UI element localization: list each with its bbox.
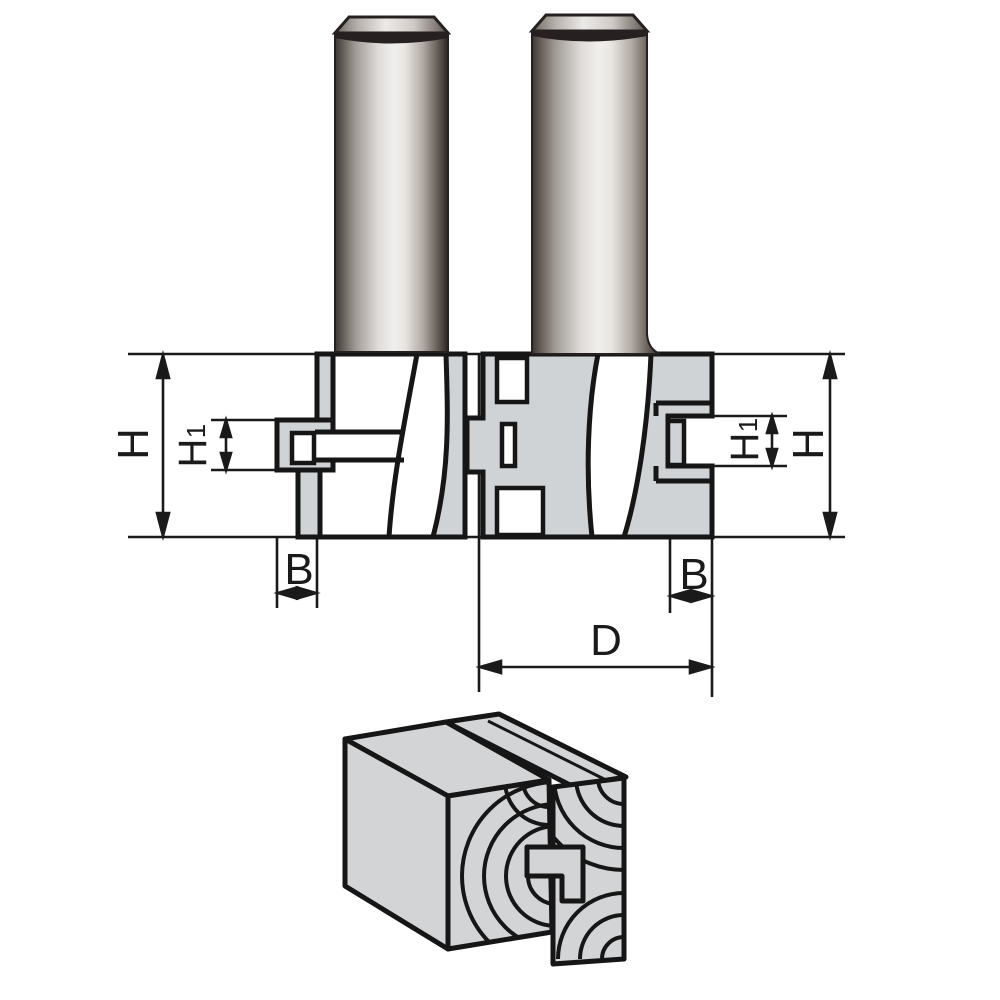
right-cutter-lower-notch: [494, 485, 546, 538]
dimension-label-b-left: B: [284, 545, 313, 594]
h1-right-arrowhead-up: [765, 411, 779, 435]
h1-left-main-text: H: [171, 439, 215, 468]
left-cutter-edge-strip-upper: [314, 351, 336, 423]
h1-left-arrowhead-up: [219, 415, 233, 439]
dimension-arrows: [155, 349, 838, 675]
h-right-arrowhead-up: [822, 349, 838, 380]
h-left-arrowhead-up: [155, 349, 171, 380]
right-cutter-tooth-notch: [499, 421, 518, 469]
b-left-arrowhead-r: [295, 585, 321, 601]
left-router-bit: [274, 15, 468, 540]
tongue-board-grain: [553, 778, 624, 960]
grain-arc: [460, 780, 552, 949]
dimension-label-h-left: H: [109, 428, 158, 460]
h-right-text: H: [784, 428, 833, 460]
h1-left-sub-text: 1: [181, 424, 211, 438]
right-cutter-notch-tab: [665, 418, 687, 468]
tongue-board-top-grain-line: [487, 719, 613, 785]
h-left-text: H: [109, 428, 158, 460]
dimension-label-h-right: H: [784, 428, 833, 460]
grain-arc: [503, 780, 550, 827]
h1-right-sub-text: 1: [733, 418, 763, 432]
right-bit-shank-cap: [528, 13, 651, 33]
left-cutter-flute-curve: [386, 353, 420, 538]
d-arrowhead-l: [475, 659, 503, 675]
h1-right-main-text: H: [723, 433, 767, 462]
grain-arc: [521, 780, 550, 809]
right-cutter-rim-steps: [653, 400, 710, 484]
b-right-arrowhead-r: [690, 588, 716, 604]
left-bit-shank: [334, 32, 449, 353]
grain-arc: [553, 778, 624, 850]
grain-arc: [556, 891, 624, 960]
h1-right-arrowhead-down: [765, 447, 779, 471]
right-router-bit: [464, 13, 715, 540]
h-right-arrowhead-down: [822, 511, 838, 542]
left-cutter-edge-strip-lower: [295, 467, 323, 540]
b-right-arrowhead-l: [666, 588, 692, 604]
left-cutter-far-wing: [429, 351, 468, 540]
grain-arc: [504, 824, 552, 928]
right-bit-shank: [531, 30, 661, 355]
grain-arc: [596, 778, 624, 806]
grain-arc: [574, 778, 624, 828]
left-bit-shank-cap: [331, 15, 452, 35]
grain-arc: [578, 913, 624, 960]
right-cutter-upper-notch: [494, 355, 530, 405]
dimension-label-d: D: [590, 616, 622, 665]
left-cutter-slot: [315, 434, 400, 458]
joint-step-profile: [524, 844, 586, 904]
dimension-label-h1-left: H 1: [171, 424, 215, 468]
grain-arc: [553, 778, 624, 872]
dimension-label-h1-right: H 1: [723, 418, 767, 462]
h-left-arrowhead-down: [155, 511, 171, 542]
left-cutter-tooth-notch: [289, 430, 317, 466]
h1-left-arrowhead-down: [219, 451, 233, 475]
wood-joint-illustration: [342, 711, 629, 967]
grain-arc: [600, 935, 624, 960]
d-arrowhead-r: [688, 659, 716, 675]
dimension-label-b-right: B: [679, 550, 708, 599]
